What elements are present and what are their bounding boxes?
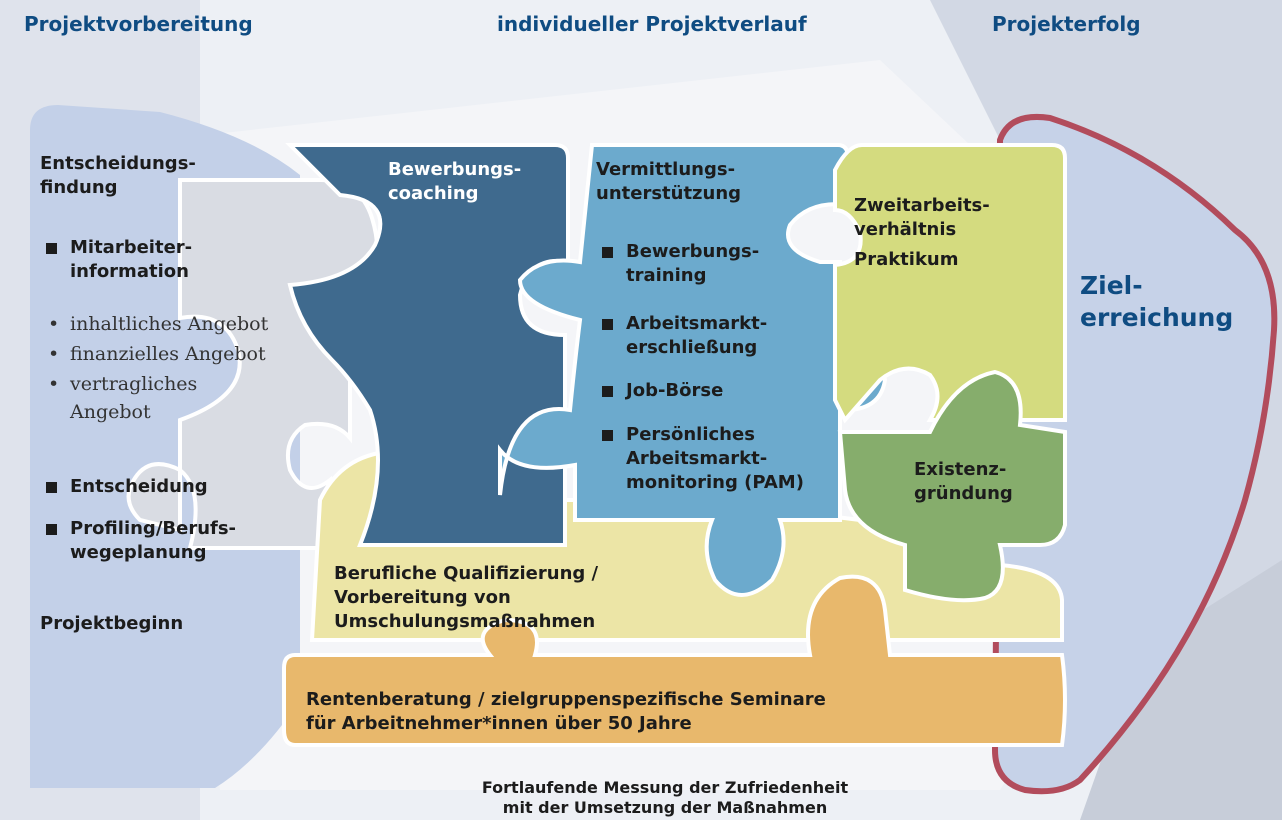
second-job-label: Zweitarbeits- verhältnis	[854, 195, 990, 240]
qualification-label: Berufliche Qualifizierung / Vorbereitung…	[334, 563, 599, 632]
offer-item-financial: finanzielles Angebot	[44, 340, 266, 368]
placement-item-jobboard: Job-Börse	[600, 379, 723, 403]
second-job-piece	[833, 143, 1067, 424]
profiling-item: Profiling/Berufs- wegeplanung	[44, 517, 236, 565]
goal-label: Ziel- erreichung	[1080, 271, 1234, 332]
offer-item-contract: vertragliches Angebot	[44, 370, 197, 426]
pension-piece	[282, 574, 1067, 747]
startup-piece	[837, 369, 1067, 603]
pension-label: Rentenberatung / zielgruppenspezifische …	[306, 689, 826, 734]
footer-note: Fortlaufende Messung der Zufriedenheit m…	[481, 778, 849, 817]
header-individual-process: individueller Projektverlauf	[497, 12, 807, 36]
startup-label: Existenz- gründung	[914, 459, 1013, 504]
placement-item-pam: Persönliches Arbeitsmarkt- monitoring (P…	[600, 423, 804, 495]
decision-title: Entscheidungs- findung	[40, 153, 196, 198]
project-start-label: Projektbeginn	[40, 613, 184, 634]
offer-item-content: inhaltliches Angebot	[44, 310, 268, 338]
placement-item-training: Bewerbungs- training	[600, 240, 759, 288]
coaching-label: Bewerbungs- coaching	[388, 159, 522, 204]
placement-item-market: Arbeitsmarkt- erschließung	[600, 312, 767, 360]
decision-item: Entscheidung	[44, 475, 208, 499]
header-success: Projekterfolg	[992, 12, 1141, 36]
placement-piece	[498, 143, 888, 597]
internship-label: Praktikum	[854, 249, 959, 270]
right-lower-band	[1080, 560, 1282, 820]
employee-info-item: Mitarbeiter- information	[44, 236, 192, 284]
header-preparation: Projektvorbereitung	[24, 12, 253, 36]
placement-title: Vermittlungs- unterstützung	[596, 159, 742, 204]
